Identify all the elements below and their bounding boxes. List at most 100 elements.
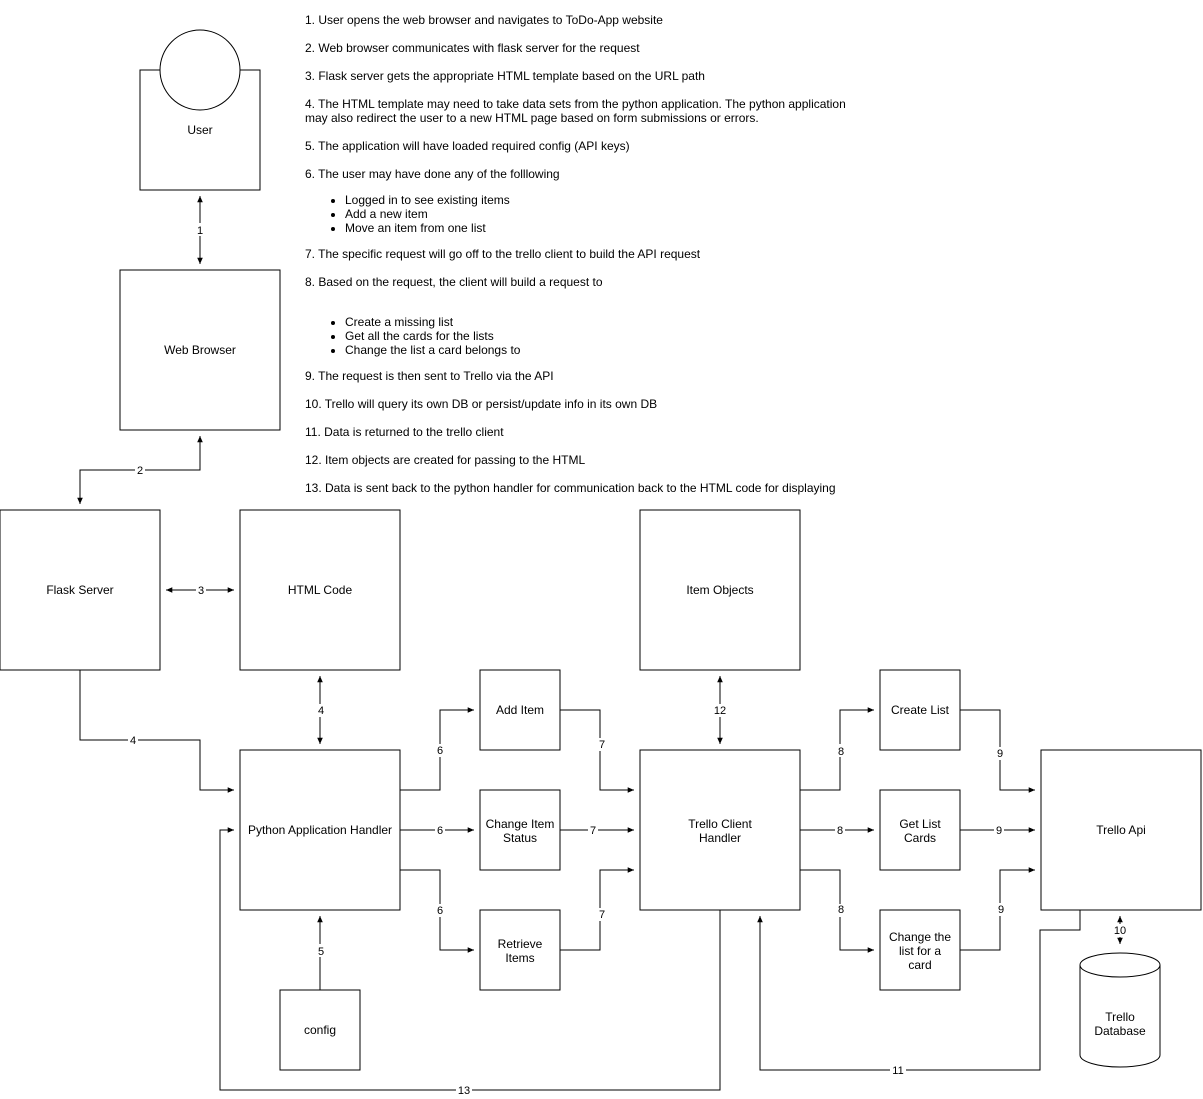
node-trello-database: Trello Database xyxy=(1079,952,1161,1068)
edge-label-9a: 9 xyxy=(995,747,1005,760)
node-trello-client-label-1: Trello Client xyxy=(688,817,752,831)
node-change-list-label-1: Change the xyxy=(889,930,951,944)
edge-label-3: 3 xyxy=(196,584,206,597)
svg-text:13: 13 xyxy=(458,1085,470,1097)
node-retrieve-items-label-1: Retrieve xyxy=(498,937,543,951)
svg-text:10: 10 xyxy=(1114,925,1126,937)
note-step-6-item: Move an item from one list xyxy=(345,221,510,235)
edge-label-4a: 4 xyxy=(128,734,138,747)
node-get-list-cards-label-1: Get List xyxy=(899,817,941,831)
svg-text:11: 11 xyxy=(892,1065,903,1077)
edge-label-7b: 7 xyxy=(588,824,598,837)
svg-text:1: 1 xyxy=(197,225,203,237)
node-add-item: Add Item xyxy=(479,669,561,751)
note-step-8-list: Create a missing list Get all the cards … xyxy=(305,315,520,357)
node-python-handler-label: Python Application Handler xyxy=(248,823,392,837)
svg-text:6: 6 xyxy=(437,905,443,917)
svg-text:6: 6 xyxy=(437,745,443,757)
note-step-1: 1. User opens the web browser and naviga… xyxy=(305,13,663,27)
svg-text:4: 4 xyxy=(318,705,324,717)
edge-label-5: 5 xyxy=(315,944,325,958)
svg-text:6: 6 xyxy=(437,825,443,837)
node-add-item-label: Add Item xyxy=(496,703,544,717)
node-trello-api-label: Trello Api xyxy=(1096,823,1146,837)
node-trello-api: Trello Api xyxy=(1040,749,1202,911)
node-flask-server-label: Flask Server xyxy=(46,583,113,597)
note-step-6: 6. The user may have done any of the fol… xyxy=(305,167,560,181)
edge-label-9b: 9 xyxy=(994,824,1004,837)
edge-labels: 1 2 3 4 4 5 6 6 6 7 7 7 8 8 8 9 9 9 10 1… xyxy=(128,223,1128,1097)
edge-label-6a: 6 xyxy=(435,744,445,757)
edge-api-trello-return xyxy=(757,910,1081,1071)
note-step-13: 13. Data is sent back to the python hand… xyxy=(305,481,836,495)
node-change-item-status-label-1: Change Item xyxy=(486,817,555,831)
node-item-objects: Item Objects xyxy=(639,509,801,671)
note-step-5: 5. The application will have loaded requ… xyxy=(305,139,630,153)
node-retrieve-items-label-2: Items xyxy=(505,951,534,965)
edge-label-8c: 8 xyxy=(836,904,846,917)
edge-label-9c: 9 xyxy=(995,903,1005,916)
edge-label-11: 11 xyxy=(890,1064,906,1077)
note-step-8-item: Get all the cards for the lists xyxy=(345,329,520,343)
node-config-label: config xyxy=(304,1023,336,1037)
svg-text:9: 9 xyxy=(998,904,1004,916)
node-web-browser-label: Web Browser xyxy=(164,343,236,357)
svg-text:2: 2 xyxy=(137,465,143,477)
svg-text:8: 8 xyxy=(838,746,844,758)
svg-text:9: 9 xyxy=(996,825,1002,837)
node-flask-server: Flask Server xyxy=(0,509,161,671)
svg-text:7: 7 xyxy=(590,825,596,837)
nodes: User Web Browser Flask Server HTML Code … xyxy=(0,29,1202,1071)
node-change-item-status: Change Item Status xyxy=(479,789,561,871)
node-item-objects-label: Item Objects xyxy=(686,583,753,597)
svg-text:12: 12 xyxy=(714,705,726,717)
note-step-6-item: Logged in to see existing items xyxy=(345,193,510,207)
edge-flask-python xyxy=(79,670,234,793)
user-icon xyxy=(159,29,241,111)
node-web-browser: Web Browser xyxy=(119,269,281,431)
edge-label-1: 1 xyxy=(195,223,205,237)
note-step-7: 7. The specific request will go off to t… xyxy=(305,247,701,261)
note-step-9: 9. The request is then sent to Trello vi… xyxy=(305,369,554,383)
note-step-8-item: Create a missing list xyxy=(345,315,520,329)
edge-label-7c: 7 xyxy=(597,908,607,921)
node-change-list-label-2: list for a xyxy=(899,944,941,958)
note-step-3: 3. Flask server gets the appropriate HTM… xyxy=(305,69,705,83)
node-create-list-label: Create List xyxy=(891,703,950,717)
svg-text:4: 4 xyxy=(130,735,136,747)
node-config: config xyxy=(279,989,361,1071)
edge-label-6b: 6 xyxy=(435,824,445,837)
node-trello-database-label-1: Trello xyxy=(1105,1010,1135,1024)
svg-text:7: 7 xyxy=(599,739,605,751)
note-step-4: 4. The HTML template may need to take da… xyxy=(305,97,846,125)
edge-label-7a: 7 xyxy=(597,738,607,751)
note-step-2: 2. Web browser communicates with flask s… xyxy=(305,41,640,55)
node-change-item-status-label-2: Status xyxy=(503,831,537,845)
node-user-label: User xyxy=(187,123,212,137)
note-step-8-item: Change the list a card belongs to xyxy=(345,343,520,357)
edge-label-13: 13 xyxy=(456,1084,472,1097)
node-get-list-cards: Get List Cards xyxy=(879,789,961,871)
node-create-list: Create List xyxy=(879,669,961,751)
edge-trello-python-return xyxy=(219,827,721,1091)
svg-text:9: 9 xyxy=(997,748,1003,760)
note-step-6-list: Logged in to see existing items Add a ne… xyxy=(305,193,510,235)
note-step-11: 11. Data is returned to the trello clien… xyxy=(305,425,504,439)
node-get-list-cards-label-2: Cards xyxy=(904,831,936,845)
node-user: User xyxy=(139,29,261,191)
svg-text:8: 8 xyxy=(837,825,843,837)
node-retrieve-items: Retrieve Items xyxy=(479,909,561,991)
note-step-8: 8. Based on the request, the client will… xyxy=(305,275,603,289)
edge-label-10: 10 xyxy=(1112,924,1128,937)
svg-text:5: 5 xyxy=(318,946,324,958)
node-change-list: Change the list for a card xyxy=(879,909,961,991)
note-step-12: 12. Item objects are created for passing… xyxy=(305,453,586,467)
edge-label-6c: 6 xyxy=(435,904,445,917)
node-html-code: HTML Code xyxy=(239,509,401,671)
node-trello-database-label-2: Database xyxy=(1094,1024,1146,1038)
edge-label-4b: 4 xyxy=(315,704,325,717)
edge-label-2: 2 xyxy=(135,464,145,477)
note-step-10: 10. Trello will query its own DB or pers… xyxy=(305,397,658,411)
edge-label-12: 12 xyxy=(712,704,728,717)
